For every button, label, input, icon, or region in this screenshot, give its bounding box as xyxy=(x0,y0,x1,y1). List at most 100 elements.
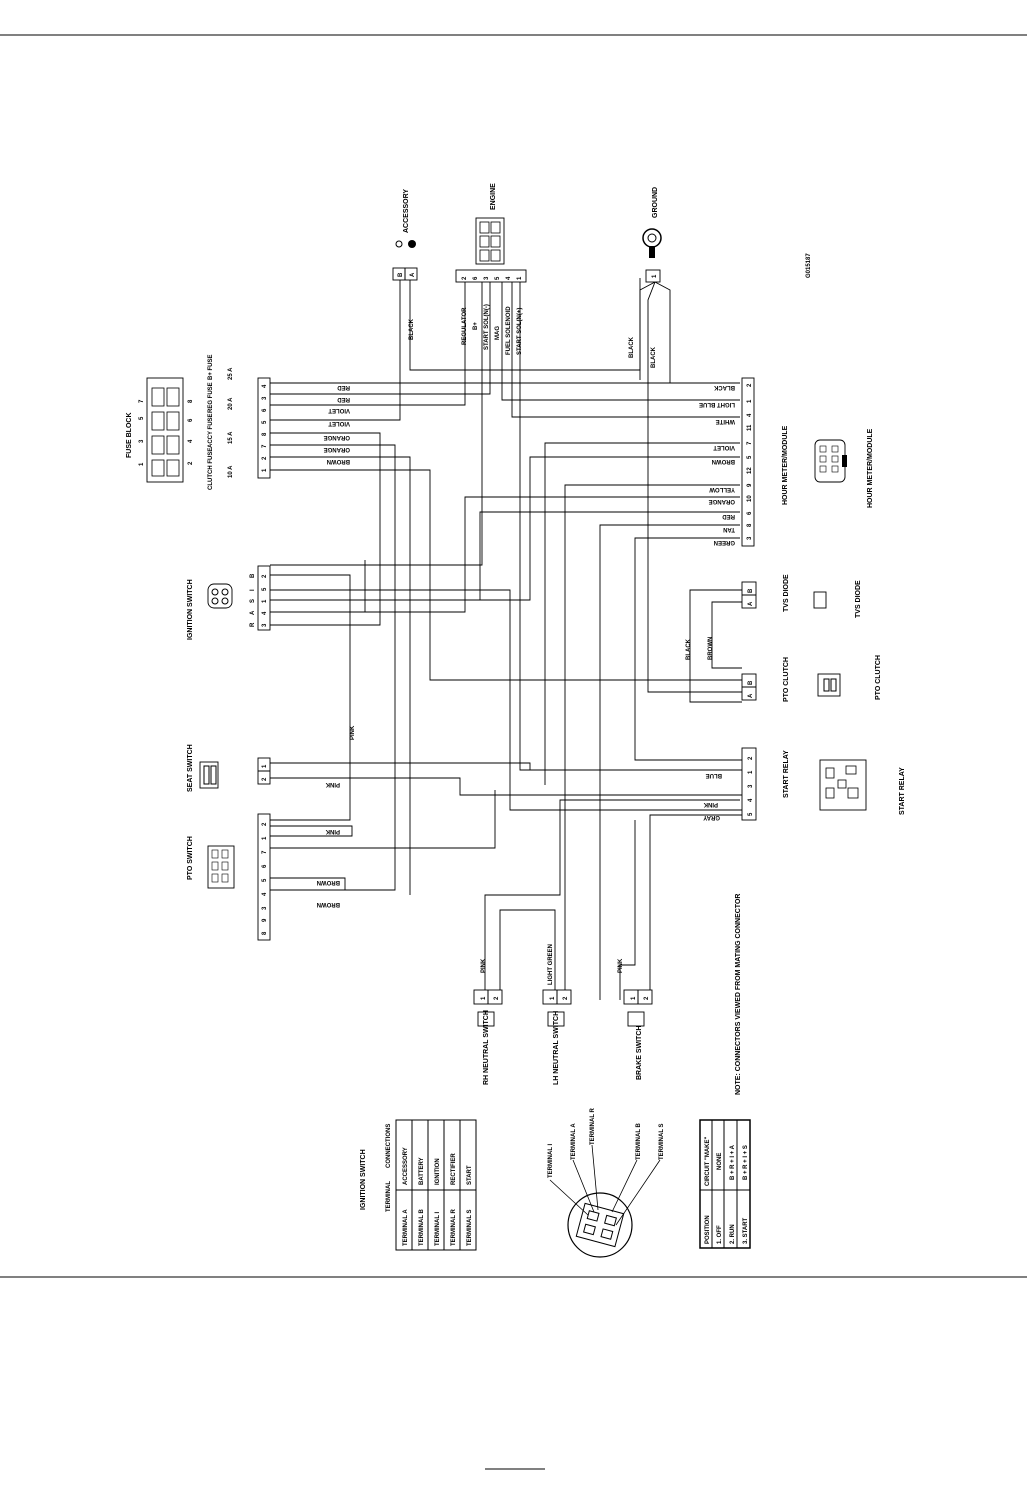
fuse-block-connector xyxy=(257,377,271,479)
fuse-clutch-name: CLUTCH FUSE xyxy=(208,448,214,490)
wire-pink-ign-pto xyxy=(270,574,351,821)
svg-text:5: 5 xyxy=(748,812,754,816)
svg-text:TERMINAL R: TERMINAL R xyxy=(451,1208,457,1246)
wire-label-brown-pto-2: BROWN xyxy=(317,901,340,907)
svg-text:TERMINAL S: TERMINAL S xyxy=(659,1123,665,1160)
fuse-accy-rating: 15 A xyxy=(228,431,234,444)
svg-text:1: 1 xyxy=(550,996,556,1000)
wire-label-pink-seat: PINK xyxy=(325,781,340,787)
wire-label-green: GREEN xyxy=(714,539,735,545)
ground-title: GROUND xyxy=(652,187,659,218)
svg-text:ACCESSORY: ACCESSORY xyxy=(403,1147,409,1185)
svg-text:3: 3 xyxy=(262,906,268,910)
fb-pin-7: 7 xyxy=(262,444,268,448)
note-text: NOTE: CONNECTORS VIEWED FROM MATING CONN… xyxy=(735,894,742,1095)
engine-connector-body xyxy=(455,269,527,283)
engine-connector: ENGINE 2 6 3 5 4 1 REGULATOR B+ START SO… xyxy=(455,183,527,355)
svg-text:TERMINAL B: TERMINAL B xyxy=(636,1122,642,1160)
svg-text:1. OFF: 1. OFF xyxy=(717,1225,723,1244)
wire-black-tvs xyxy=(689,589,742,703)
svg-text:2: 2 xyxy=(262,822,268,826)
wire-brake-2 xyxy=(649,814,742,1000)
svg-text:TERMINAL S: TERMINAL S xyxy=(467,1209,473,1246)
brake-switch: 1 2 BRAKE SWITCH xyxy=(623,989,653,1080)
hour-meter-title: HOUR METER/MODULE xyxy=(867,428,874,508)
fuse-block: FUSE BLOCK 1 3 5 7 2 4 6 8 CLUTCH FUSE 1… xyxy=(126,354,271,490)
ignition-table: IGNITION SWITCH TERMINAL CONNECTIONS TER… xyxy=(360,1119,477,1251)
svg-text:B: B xyxy=(250,573,256,578)
wire-label-orange-1: ORANGE xyxy=(324,434,350,440)
wire-ign-4 xyxy=(270,560,366,613)
wire-violet-hm xyxy=(544,442,740,785)
wire-label-gray: GRAY xyxy=(703,814,720,820)
svg-text:S: S xyxy=(250,599,256,603)
wire-label-black-acc: BLACK xyxy=(409,318,415,340)
wire-rh-lh xyxy=(499,909,556,1000)
eng-pin-1: 1 xyxy=(517,276,523,280)
svg-text:TERMINAL: TERMINAL xyxy=(386,1181,392,1212)
wire-pink-brake xyxy=(619,820,636,1000)
fuse-cavity-7: 7 xyxy=(139,399,145,403)
ignition-switch: IGNITION SWITCH 2 5 1 4 3 B I S A R xyxy=(187,565,271,640)
svg-text:B + R + I + A: B + R + I + A xyxy=(730,1144,736,1180)
wire-black-ground-c xyxy=(647,281,742,693)
svg-text:2: 2 xyxy=(747,383,753,387)
accessory-connector: ACCESSORY B A xyxy=(392,189,418,281)
wire-label-tan: TAN xyxy=(723,526,735,532)
pto-switch-title: PTO SWITCH xyxy=(187,836,194,880)
wire-brown-pto xyxy=(270,877,346,891)
svg-text:5: 5 xyxy=(747,455,753,459)
wire-label-blue: BLUE xyxy=(706,772,722,778)
wire-violet-ign xyxy=(270,432,381,626)
hour-meter-connector: 2 1 4 11 7 5 12 9 10 6 8 3 HOUR METER/MO… xyxy=(741,377,874,547)
wire-label-pink-brake: PINK xyxy=(618,958,624,973)
svg-text:1: 1 xyxy=(747,399,753,403)
svg-text:TERMINAL A: TERMINAL A xyxy=(403,1209,409,1246)
fuse-cavity-3: 3 xyxy=(139,439,145,443)
wire-brown-hm xyxy=(270,456,740,601)
wire-pink-pto xyxy=(270,825,353,837)
start-relay-label: START RELAY xyxy=(783,750,790,798)
svg-text:2. RUN: 2. RUN xyxy=(730,1224,736,1244)
hour-meter-plug xyxy=(814,439,846,483)
svg-text:6: 6 xyxy=(262,864,268,868)
svg-text:IGNITION: IGNITION xyxy=(435,1158,441,1185)
wire-red-engine-b xyxy=(270,278,491,395)
wire-black-ground-a xyxy=(639,281,656,380)
fuse-clutch-rating: 10 A xyxy=(228,465,234,478)
svg-text:1: 1 xyxy=(748,770,754,774)
wire-label-black-gnd1: BLACK xyxy=(629,336,635,358)
svg-text:2: 2 xyxy=(262,574,268,578)
ignition-title: IGNITION SWITCH xyxy=(187,579,194,640)
start-relay: 2 1 3 4 5 START RELAY START RELAY xyxy=(741,747,906,821)
wire-tan xyxy=(599,524,740,1000)
accessory-title: ACCESSORY xyxy=(403,189,410,233)
wire-label-violet-2: VIOLET xyxy=(328,420,350,426)
svg-text:1: 1 xyxy=(631,996,637,1000)
wire-yellow xyxy=(564,484,740,1000)
wire-label-lightgreen: LIGHT GREEN xyxy=(548,944,554,985)
svg-text:8: 8 xyxy=(262,931,268,935)
wire-label-brown-1: BROWN xyxy=(327,458,350,464)
svg-text:2: 2 xyxy=(748,756,754,760)
svg-text:4: 4 xyxy=(262,611,268,615)
svg-text:9: 9 xyxy=(747,483,753,487)
pto-switch: PTO SWITCH 2 1 7 6 5 4 3 9 8 xyxy=(187,813,271,941)
fuse-bplus-rating: 25 A xyxy=(228,367,234,380)
position-table: POSITION CIRCUIT "MAKE" 1. OFF NONE 2. R… xyxy=(699,1119,751,1249)
svg-text:TERMINAL R: TERMINAL R xyxy=(590,1107,596,1145)
svg-text:A: A xyxy=(748,693,754,698)
eng-label-fuel-solenoid: FUEL SOLENOID xyxy=(506,306,512,355)
rh-neutral-title: RH NEUTRAL SWITCH xyxy=(483,1010,490,1085)
engine-plug xyxy=(475,217,505,265)
fuse-cavity-1: 1 xyxy=(139,462,145,466)
svg-text:1: 1 xyxy=(262,836,268,840)
svg-text:TERMINAL I: TERMINAL I xyxy=(548,1143,554,1178)
wire-label-lightblue: LIGHT BLUE xyxy=(699,401,735,407)
svg-text:B: B xyxy=(748,588,754,593)
svg-text:I: I xyxy=(250,589,256,591)
start-relay-title: START RELAY xyxy=(899,767,906,815)
fb-pin-1: 1 xyxy=(262,468,268,472)
svg-text:B: B xyxy=(748,680,754,685)
svg-text:1: 1 xyxy=(481,996,487,1000)
